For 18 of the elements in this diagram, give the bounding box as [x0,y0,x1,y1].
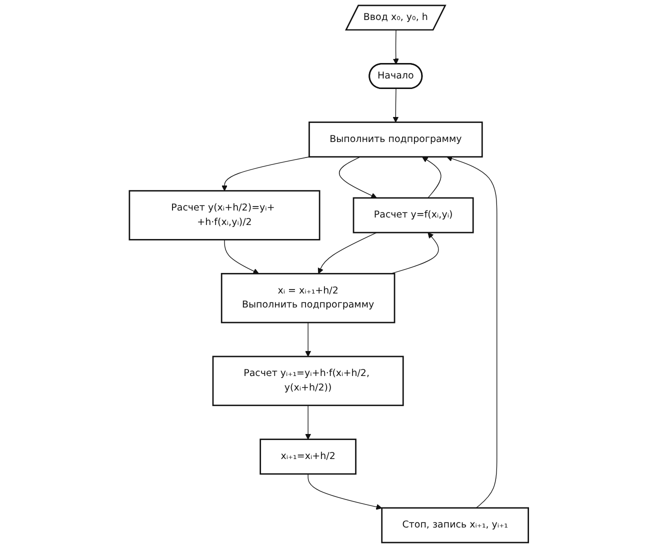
arrow [422,156,441,198]
arrow [304,322,311,357]
node-box: xᵢ₊₁=xᵢ+h/2 [259,438,356,475]
arrow [304,405,311,440]
node-box: Расчет yᵢ₊₁=yᵢ+h·f(xᵢ+h/2, y(xᵢ+h/2)) [212,356,404,406]
node-box: Выполнить подпрограмму [308,122,482,158]
node-box: Расчет y(xᵢ+h/2)=yᵢ+ +h·f(xᵢ,yᵢ)/2 [128,190,320,240]
node-box: xᵢ = xᵢ₊₁+h/2 Выполнить подпрограмму [220,272,395,324]
node-box: Стоп, запись xᵢ₊₁, yᵢ₊₁ [380,507,529,544]
node-box: Расчет y=f(xᵢ,yᵢ) [352,197,474,234]
arrow [338,156,377,198]
arrow [317,232,377,274]
arrow [446,156,497,508]
arrow [221,156,310,192]
arrow [392,88,398,122]
arrow [307,474,382,510]
arrow [392,30,398,64]
arrow [224,239,259,274]
